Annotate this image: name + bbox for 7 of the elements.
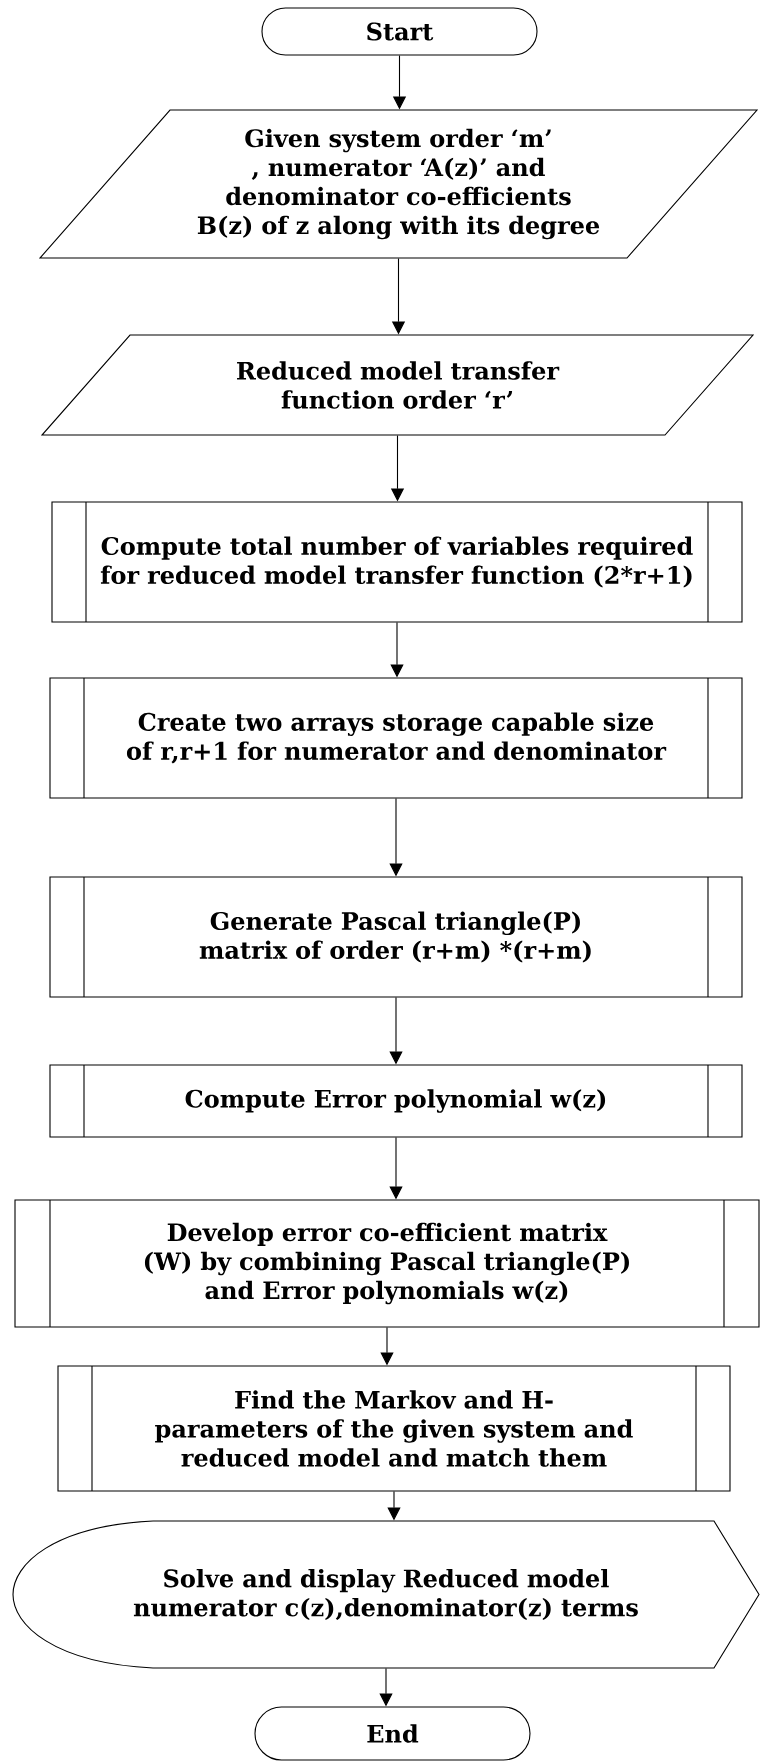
process-box: Compute Error polynomial w(z) [49, 1064, 743, 1138]
process-box: Create two arrays storage capable size of r,r+1 for numerator and denominator [49, 677, 743, 799]
process-box: Generate Pascal triangle(P) matrix of order (r+m) *(r+m) [49, 876, 743, 998]
process-box: Develop error co-efficient matrix (W) by combining Pascal triangle(P) and Error polynomials w(z) [14, 1199, 760, 1328]
process-box: Find the Markov and H-parameters of the given system and reduced model and match them [57, 1365, 731, 1492]
display-shape: Solve and display Reduced model numerator c(z),denominator(z) terms [12, 1520, 760, 1669]
process-box: Compute total number of variables required for reduced model transfer function (2*r+1) [51, 501, 743, 623]
